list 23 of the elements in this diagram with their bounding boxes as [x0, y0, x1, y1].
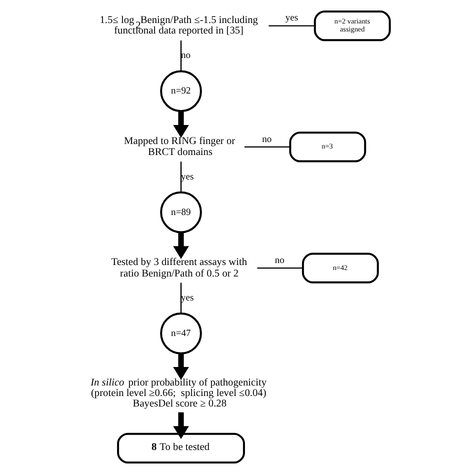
arrow [173, 353, 189, 380]
node-circle: n=92 [160, 70, 202, 112]
edge-label: no [274, 254, 284, 266]
edge-label: yes [181, 171, 194, 182]
connector [257, 267, 303, 269]
connector [180, 40, 182, 72]
connector [180, 162, 182, 192]
connector [268, 25, 315, 26]
edge-label: no [262, 134, 272, 145]
node-box: 8 To be tested [117, 432, 245, 464]
edge-label: yes [285, 12, 298, 24]
node-circle: n=89 [160, 191, 202, 234]
edge-label: yes [181, 292, 194, 304]
arrow [173, 111, 189, 138]
connector [180, 282, 182, 314]
arrow [173, 412, 189, 439]
connector [244, 146, 290, 148]
node-text: Tested by 3 different assays with ratio Benign/Path of 0.5 or 2 [111, 257, 248, 280]
node-text: Mapped to RING finger or BRCT domains [124, 136, 236, 158]
edge-label: no [181, 50, 191, 62]
node-circle: n=47 [160, 312, 202, 354]
arrow [173, 232, 189, 260]
node-text: In silico prior probability of pathogenicity (protein level ≥0.66; splicing level ≤0.04) BayesDel score ≥ 0.28 [90, 378, 267, 410]
